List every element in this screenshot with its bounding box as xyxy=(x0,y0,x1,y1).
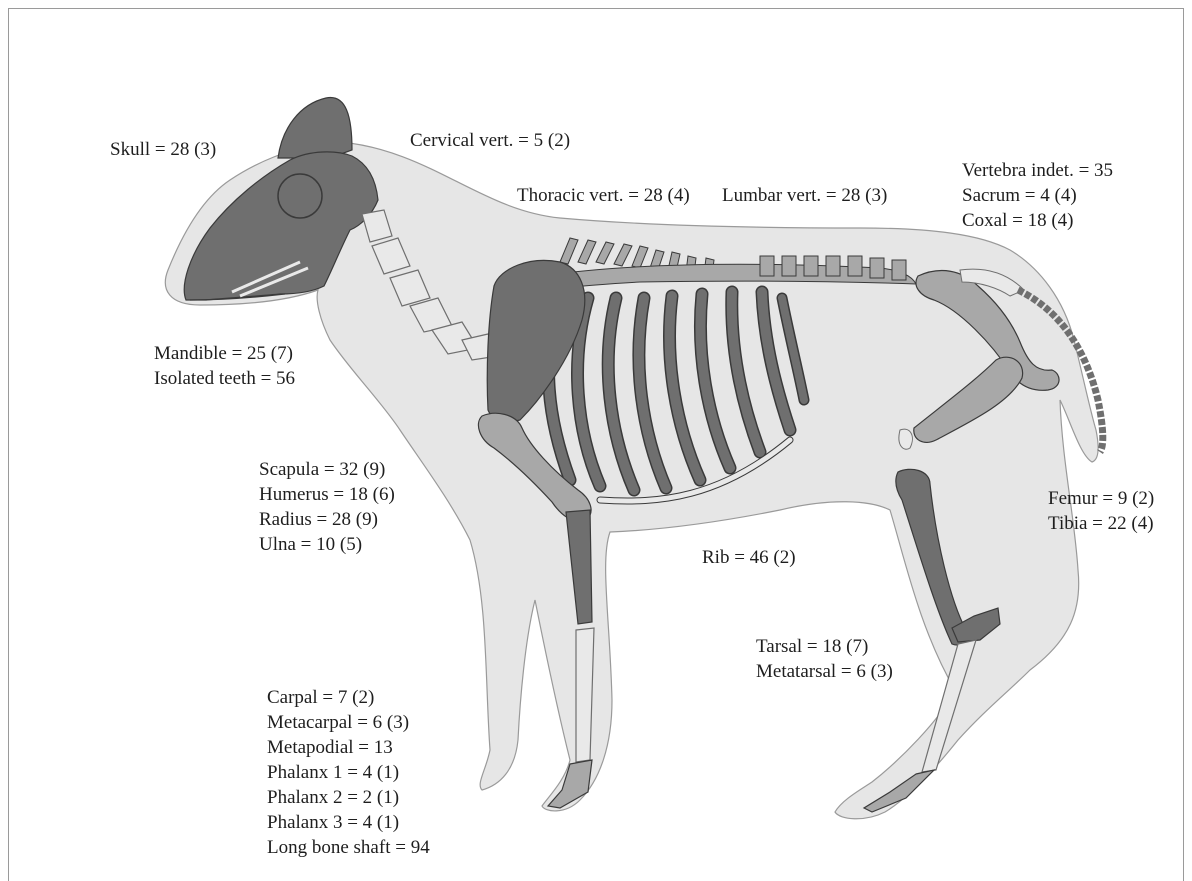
hind-foot-label-group: Tarsal = 18 (7) Metatarsal = 6 (3) xyxy=(756,634,893,684)
humerus-label: Humerus = 18 (6) xyxy=(259,482,395,507)
cervical-label: Cervical vert. = 5 (2) xyxy=(410,128,570,153)
tibia-label: Tibia = 22 (4) xyxy=(1048,511,1154,536)
long-bone-shaft-label: Long bone shaft = 94 xyxy=(267,835,430,860)
metatarsal-label: Metatarsal = 6 (3) xyxy=(756,659,893,684)
skull-label: Skull = 28 (3) xyxy=(110,137,216,162)
rib-label: Rib = 46 (2) xyxy=(702,545,796,570)
head-label-group: Mandible = 25 (7) Isolated teeth = 56 xyxy=(154,341,295,391)
pelvis-label-group: Vertebra indet. = 35 Sacrum = 4 (4) Coxa… xyxy=(962,158,1113,233)
metapodial-label: Metapodial = 13 xyxy=(267,735,430,760)
isolated-teeth-label: Isolated teeth = 56 xyxy=(154,366,295,391)
carpal-label: Carpal = 7 (2) xyxy=(267,685,430,710)
patella xyxy=(899,429,912,449)
femur-label: Femur = 9 (2) xyxy=(1048,486,1154,511)
coxal-label: Coxal = 18 (4) xyxy=(962,208,1113,233)
radius-label: Radius = 28 (9) xyxy=(259,507,395,532)
sacrum-label: Sacrum = 4 (4) xyxy=(962,183,1113,208)
phalanx-1-label: Phalanx 1 = 4 (1) xyxy=(267,760,430,785)
hindlimb-label-group: Femur = 9 (2) Tibia = 22 (4) xyxy=(1048,486,1154,536)
phalanx-3-label: Phalanx 3 = 4 (1) xyxy=(267,810,430,835)
scapula-label: Scapula = 32 (9) xyxy=(259,457,395,482)
tarsal-label: Tarsal = 18 (7) xyxy=(756,634,893,659)
thoracic-label: Thoracic vert. = 28 (4) xyxy=(517,183,690,208)
ear xyxy=(278,98,352,158)
mandible-label: Mandible = 25 (7) xyxy=(154,341,295,366)
fore-foot-label-group: Carpal = 7 (2) Metacarpal = 6 (3) Metapo… xyxy=(267,685,430,860)
fore-phalanges xyxy=(548,760,592,808)
metacarpal-label: Metacarpal = 6 (3) xyxy=(267,710,430,735)
phalanx-2-label: Phalanx 2 = 2 (1) xyxy=(267,785,430,810)
forelimb-label-group: Scapula = 32 (9) Humerus = 18 (6) Radius… xyxy=(259,457,395,557)
ulna-label: Ulna = 10 (5) xyxy=(259,532,395,557)
vertebra-indet-label: Vertebra indet. = 35 xyxy=(962,158,1113,183)
lumbar-label: Lumbar vert. = 28 (3) xyxy=(722,183,887,208)
